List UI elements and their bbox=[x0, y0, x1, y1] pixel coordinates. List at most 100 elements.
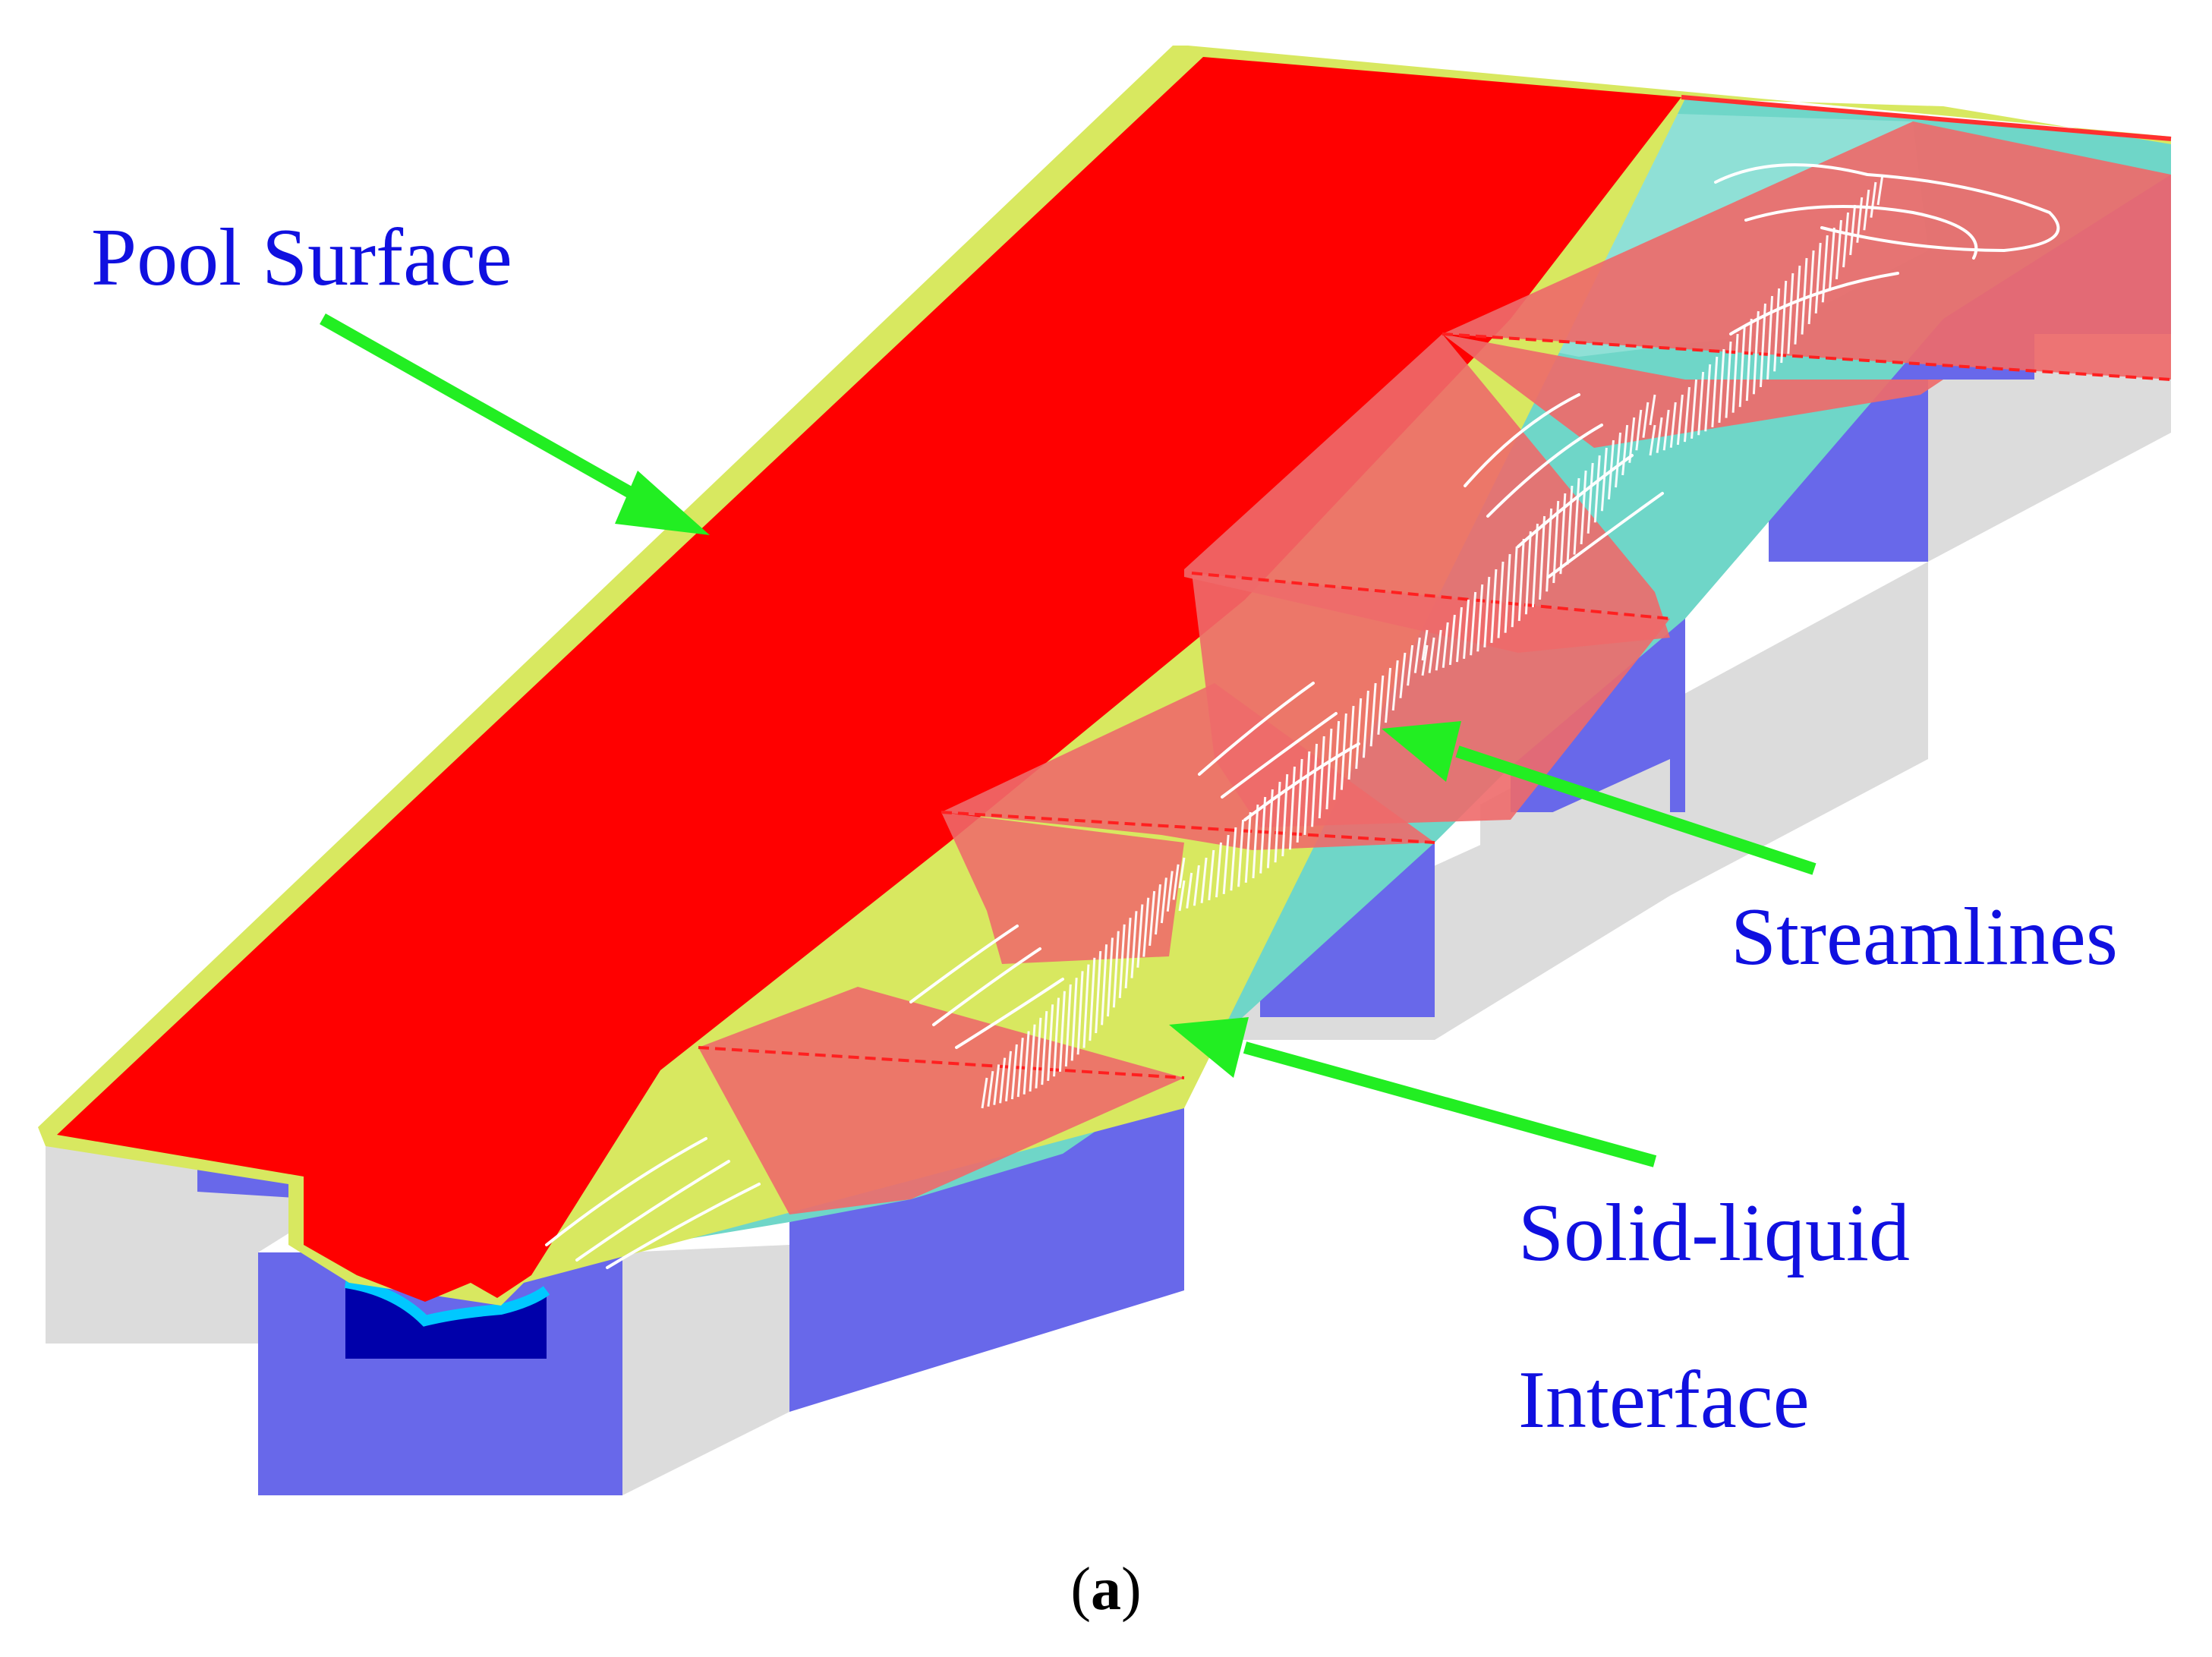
streamline-hatch bbox=[1303, 751, 1311, 836]
streamline-hatch bbox=[1058, 991, 1066, 1072]
streamline-hatch bbox=[1101, 944, 1108, 1025]
streamline bbox=[1714, 163, 2060, 253]
streamline-hatch bbox=[1566, 485, 1574, 565]
streamline-hatch bbox=[1413, 637, 1421, 673]
streamline-hatch bbox=[1016, 1038, 1024, 1098]
streamline-hatch bbox=[1683, 386, 1691, 443]
streamline-hatch bbox=[1391, 660, 1399, 711]
streamline-hatch bbox=[981, 1077, 988, 1109]
streamline bbox=[932, 947, 1041, 1026]
streamline-hatch bbox=[1593, 455, 1601, 523]
streamline-hatch bbox=[1573, 477, 1580, 555]
streamline-hatch bbox=[1600, 447, 1608, 512]
streamline-hatch bbox=[1385, 667, 1392, 723]
streamline-hatch bbox=[1718, 348, 1725, 424]
substrate-blocks bbox=[46, 140, 2171, 1495]
streamline-hatch bbox=[1745, 318, 1753, 402]
streamline-hatch bbox=[1580, 470, 1587, 545]
streamline-hatch bbox=[1281, 773, 1289, 857]
streamline-hatch bbox=[1421, 629, 1429, 661]
streamline-hatch bbox=[1333, 720, 1341, 800]
streamline-hatch bbox=[1463, 599, 1470, 659]
cross-section-plane bbox=[698, 987, 1184, 1214]
streamline-hatch bbox=[1266, 789, 1274, 868]
label-interface-line1: Solid-liquid bbox=[1518, 1188, 1910, 1278]
streamline-hatch bbox=[1476, 584, 1484, 652]
streamline-hatch bbox=[1635, 409, 1643, 451]
streamline bbox=[1547, 492, 1664, 578]
streamline-hatch bbox=[1347, 705, 1355, 780]
streamline-hatch bbox=[1863, 189, 1870, 231]
streamline-hatch bbox=[1070, 978, 1078, 1061]
streamline-hatch bbox=[1369, 682, 1377, 747]
streamline-hatch bbox=[1801, 257, 1808, 335]
cross-section-planes bbox=[698, 121, 2172, 1214]
streamline-hatch bbox=[1340, 713, 1347, 790]
streamline-hatch bbox=[1649, 424, 1656, 456]
streamline-hatch bbox=[1421, 644, 1429, 676]
streamline-hatch bbox=[1136, 904, 1144, 968]
streamline-hatch bbox=[1193, 865, 1200, 906]
streamline-hatch bbox=[1546, 508, 1553, 592]
caption-letter: a bbox=[1091, 1556, 1121, 1623]
streamline-hatch bbox=[1288, 766, 1296, 850]
streamline-hatch bbox=[1731, 333, 1739, 413]
streamline-hatch bbox=[1759, 303, 1766, 388]
streamline-hatch bbox=[1041, 1011, 1048, 1085]
arrow-head bbox=[1169, 1017, 1249, 1078]
streamline-hatch bbox=[1524, 531, 1532, 615]
arrow-shaft bbox=[1243, 1041, 1657, 1167]
streamline-hatch bbox=[1704, 364, 1712, 432]
streamline-hatch bbox=[1064, 984, 1072, 1067]
streamline-hatch bbox=[1752, 310, 1760, 395]
streamline-hatch bbox=[1794, 265, 1801, 345]
streamline bbox=[1486, 424, 1603, 518]
streamline-hatch bbox=[1095, 950, 1102, 1034]
streamline bbox=[955, 978, 1064, 1049]
streamline-hatch bbox=[1628, 417, 1636, 463]
streamline-hatch bbox=[1047, 1004, 1054, 1082]
streamline-hatch bbox=[1172, 864, 1180, 900]
substrate-grey-face bbox=[622, 1245, 789, 1495]
streamline-hatch bbox=[1539, 515, 1546, 600]
streamline-hatch bbox=[1559, 493, 1567, 575]
streamline-hatch bbox=[1362, 690, 1369, 758]
streamline-hatch bbox=[1649, 394, 1656, 426]
streamline-hatch bbox=[1089, 957, 1096, 1041]
section-line bbox=[698, 1046, 1185, 1079]
streamline-hatching bbox=[981, 174, 1884, 1109]
label-pool-surface: Pool Surface bbox=[91, 213, 512, 303]
streamlines bbox=[545, 163, 2060, 1269]
streamline-hatch bbox=[1178, 857, 1186, 889]
streamline-hatch bbox=[1607, 439, 1615, 499]
streamline-hatch bbox=[1166, 871, 1174, 912]
streamline-hatch bbox=[1082, 964, 1090, 1048]
streamline-hatch bbox=[1517, 538, 1525, 622]
streamline-hatch bbox=[1711, 356, 1719, 427]
streamline-hatch bbox=[1876, 174, 1884, 206]
streamline-hatch bbox=[1076, 971, 1084, 1055]
streamline-hatch bbox=[1483, 576, 1491, 647]
streamline-hatch bbox=[1828, 227, 1835, 291]
cross-section-plane bbox=[941, 683, 1435, 850]
arrow-shaft bbox=[1455, 745, 1817, 875]
streamline-hatch bbox=[1178, 880, 1186, 912]
streamline-hatch bbox=[1856, 197, 1864, 243]
streamline bbox=[1464, 393, 1580, 487]
keyhole-rim bbox=[344, 1277, 550, 1327]
streamline-hatch bbox=[1448, 614, 1456, 666]
streamline-hatch bbox=[1621, 424, 1629, 476]
streamline bbox=[1198, 682, 1315, 776]
streamline-hatch bbox=[1237, 819, 1245, 887]
streamline bbox=[1243, 742, 1360, 821]
streamline-hatch bbox=[1807, 250, 1815, 325]
streamline-hatch bbox=[1780, 280, 1788, 364]
streamline-hatch bbox=[1725, 341, 1732, 418]
streamline-hatch bbox=[1787, 272, 1794, 354]
streamline-hatch bbox=[999, 1057, 1007, 1104]
streamline-hatch bbox=[1186, 872, 1193, 909]
streamline-hatch bbox=[993, 1064, 1000, 1105]
streamline-hatch bbox=[1435, 629, 1442, 671]
streamline-hatch bbox=[1029, 1024, 1036, 1092]
streamline-hatch bbox=[1296, 758, 1303, 843]
